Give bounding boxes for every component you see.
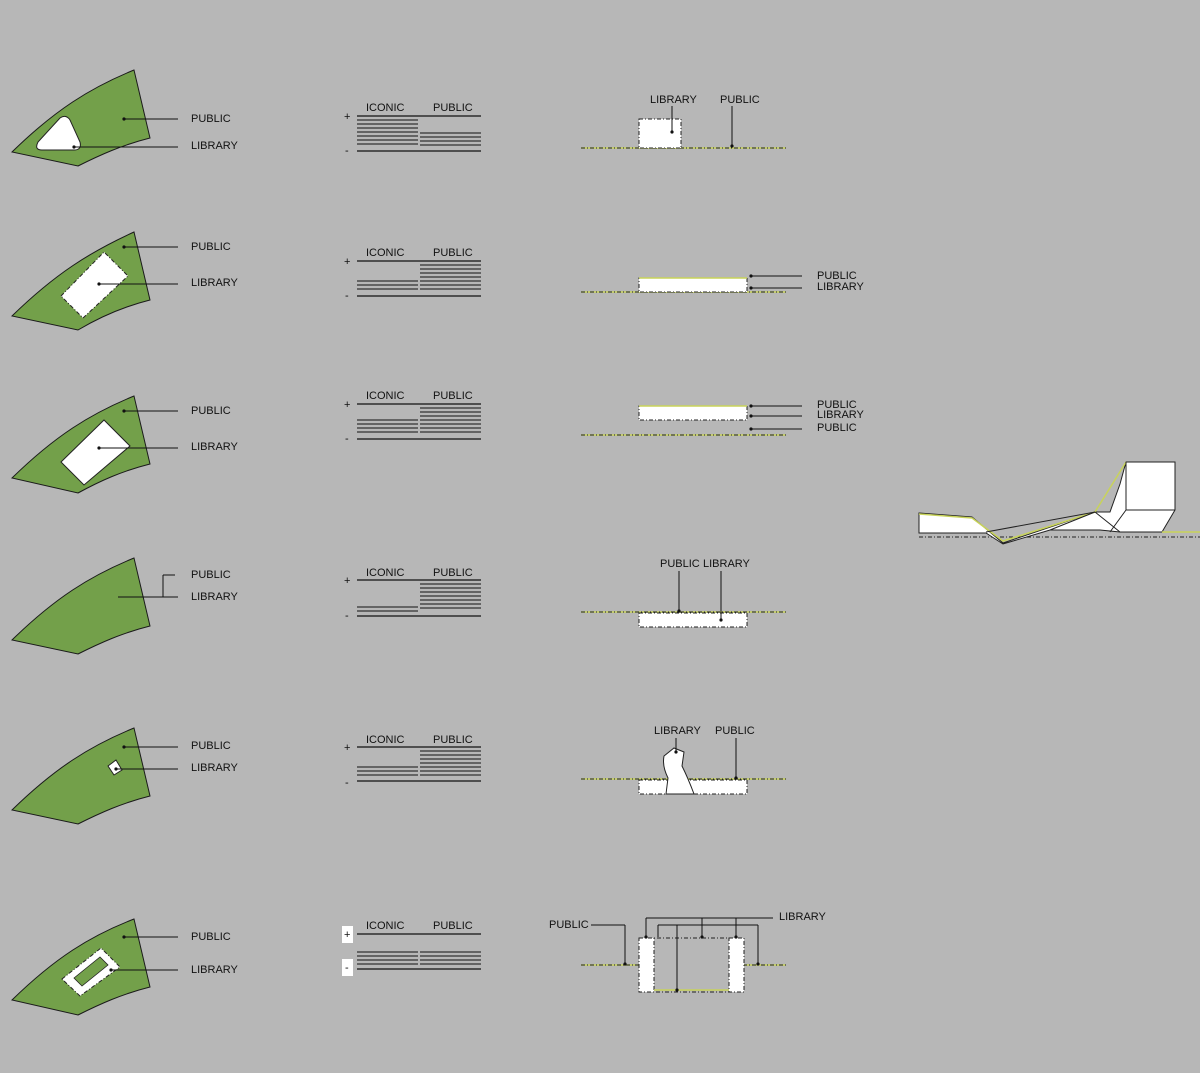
plus-sign: +	[344, 929, 350, 941]
section-5: LIBRARY PUBLIC	[581, 725, 786, 795]
folded-ground	[918, 461, 1176, 545]
library-volume	[638, 118, 682, 149]
plus-box	[342, 926, 353, 943]
section-label-public: PUBLIC	[720, 94, 760, 106]
balance-chart-5: ICONIC PUBLIC + -	[344, 734, 481, 789]
section-label-library: LIBRARY	[779, 911, 827, 923]
section-6: PUBLIC LIBRARY	[549, 911, 827, 993]
plan-label-public: PUBLIC	[191, 113, 231, 125]
row-6: PUBLIC LIBRARY ICONIC PUBLIC + -	[10, 911, 827, 1016]
axis-label-public: PUBLIC	[433, 390, 473, 402]
library-volume	[638, 405, 748, 421]
minus-sign: -	[345, 433, 349, 445]
site-plan-1: PUBLIC LIBRARY	[10, 69, 239, 167]
balance-chart-2: ICONIC PUBLIC + -	[344, 247, 481, 302]
library-volume	[638, 612, 748, 628]
axis-label-public: PUBLIC	[433, 102, 473, 114]
section-4: PUBLIC LIBRARY	[581, 558, 786, 628]
section-1: LIBRARY PUBLIC	[581, 94, 786, 149]
library-footprint	[60, 251, 129, 319]
library-wall-right	[728, 937, 745, 993]
site-plan-2: PUBLIC LIBRARY	[10, 231, 239, 331]
library-footprint	[60, 419, 131, 486]
section-label-library: LIBRARY	[703, 558, 751, 570]
library-enclosure	[638, 937, 745, 993]
section-label-public: PUBLIC	[549, 919, 589, 931]
axis-label-public: PUBLIC	[433, 567, 473, 579]
site-plan-4: PUBLIC LIBRARY	[10, 557, 239, 655]
plan-label-library: LIBRARY	[191, 964, 239, 976]
balance-chart-1: ICONIC PUBLIC + -	[344, 102, 481, 157]
site-plan-3: PUBLIC LIBRARY	[10, 395, 239, 494]
plus-sign: +	[344, 111, 350, 123]
minus-box	[342, 959, 353, 976]
section-label-public: PUBLIC	[660, 558, 700, 570]
plan-label-public: PUBLIC	[191, 241, 231, 253]
balance-chart-4: ICONIC PUBLIC + -	[344, 567, 481, 622]
library-iconic-form	[663, 747, 695, 795]
library-wall-left	[638, 937, 655, 993]
axis-label-public: PUBLIC	[433, 734, 473, 746]
section-label-library: LIBRARY	[654, 725, 702, 737]
balance-chart-3: ICONIC PUBLIC + -	[344, 390, 481, 445]
row-4: PUBLIC LIBRARY ICONIC PUBLIC + -	[10, 557, 786, 655]
plan-label-library: LIBRARY	[191, 591, 239, 603]
plus-sign: +	[344, 575, 350, 587]
section-label-public: PUBLIC	[715, 725, 755, 737]
axis-label-iconic: ICONIC	[366, 390, 405, 402]
plan-label-library: LIBRARY	[191, 762, 239, 774]
section-label-library: LIBRARY	[817, 409, 865, 421]
section-label-public-lower: PUBLIC	[817, 422, 857, 434]
minus-sign: -	[345, 610, 349, 622]
axonometric-model	[918, 461, 1200, 545]
plus-sign: +	[344, 256, 350, 268]
plan-label-public: PUBLIC	[191, 405, 231, 417]
site-plan-6: PUBLIC LIBRARY	[10, 918, 239, 1016]
minus-sign: -	[345, 290, 349, 302]
plus-sign: +	[344, 742, 350, 754]
minus-sign: -	[345, 962, 349, 974]
plan-label-public: PUBLIC	[191, 569, 231, 581]
row-2: PUBLIC LIBRARY ICONIC PUBLIC + -	[10, 231, 865, 331]
section-label-library: LIBRARY	[650, 94, 698, 106]
library-courtyard	[73, 956, 109, 987]
balance-chart-6: ICONIC PUBLIC + -	[342, 920, 481, 976]
axis-label-iconic: ICONIC	[366, 567, 405, 579]
axis-label-iconic: ICONIC	[366, 734, 405, 746]
plan-label-library: LIBRARY	[191, 441, 239, 453]
axis-label-iconic: ICONIC	[366, 920, 405, 932]
library-footprint	[107, 759, 123, 776]
minus-sign: -	[345, 777, 349, 789]
row-1: PUBLIC LIBRARY ICONIC PUBLIC + -	[10, 69, 786, 167]
plan-label-public: PUBLIC	[191, 740, 231, 752]
minus-sign: -	[345, 145, 349, 157]
plus-sign: +	[344, 399, 350, 411]
site-plan-5: PUBLIC LIBRARY	[10, 727, 239, 825]
plan-label-library: LIBRARY	[191, 140, 239, 152]
section-label-library: LIBRARY	[817, 281, 865, 293]
section-2: PUBLIC LIBRARY	[581, 270, 865, 293]
library-volume	[638, 277, 748, 293]
section-3: PUBLIC LIBRARY PUBLIC	[581, 399, 865, 436]
plan-label-public: PUBLIC	[191, 931, 231, 943]
axis-label-public: PUBLIC	[433, 920, 473, 932]
plan-label-library: LIBRARY	[191, 277, 239, 289]
section-label-public: PUBLIC	[817, 270, 857, 282]
axis-label-public: PUBLIC	[433, 247, 473, 259]
axis-label-iconic: ICONIC	[366, 102, 405, 114]
row-5: PUBLIC LIBRARY ICONIC PUBLIC + -	[10, 725, 786, 825]
row-3: PUBLIC LIBRARY ICONIC PUBLIC + -	[10, 390, 865, 494]
axis-label-iconic: ICONIC	[366, 247, 405, 259]
section-label-public: PUBLIC	[817, 399, 857, 411]
